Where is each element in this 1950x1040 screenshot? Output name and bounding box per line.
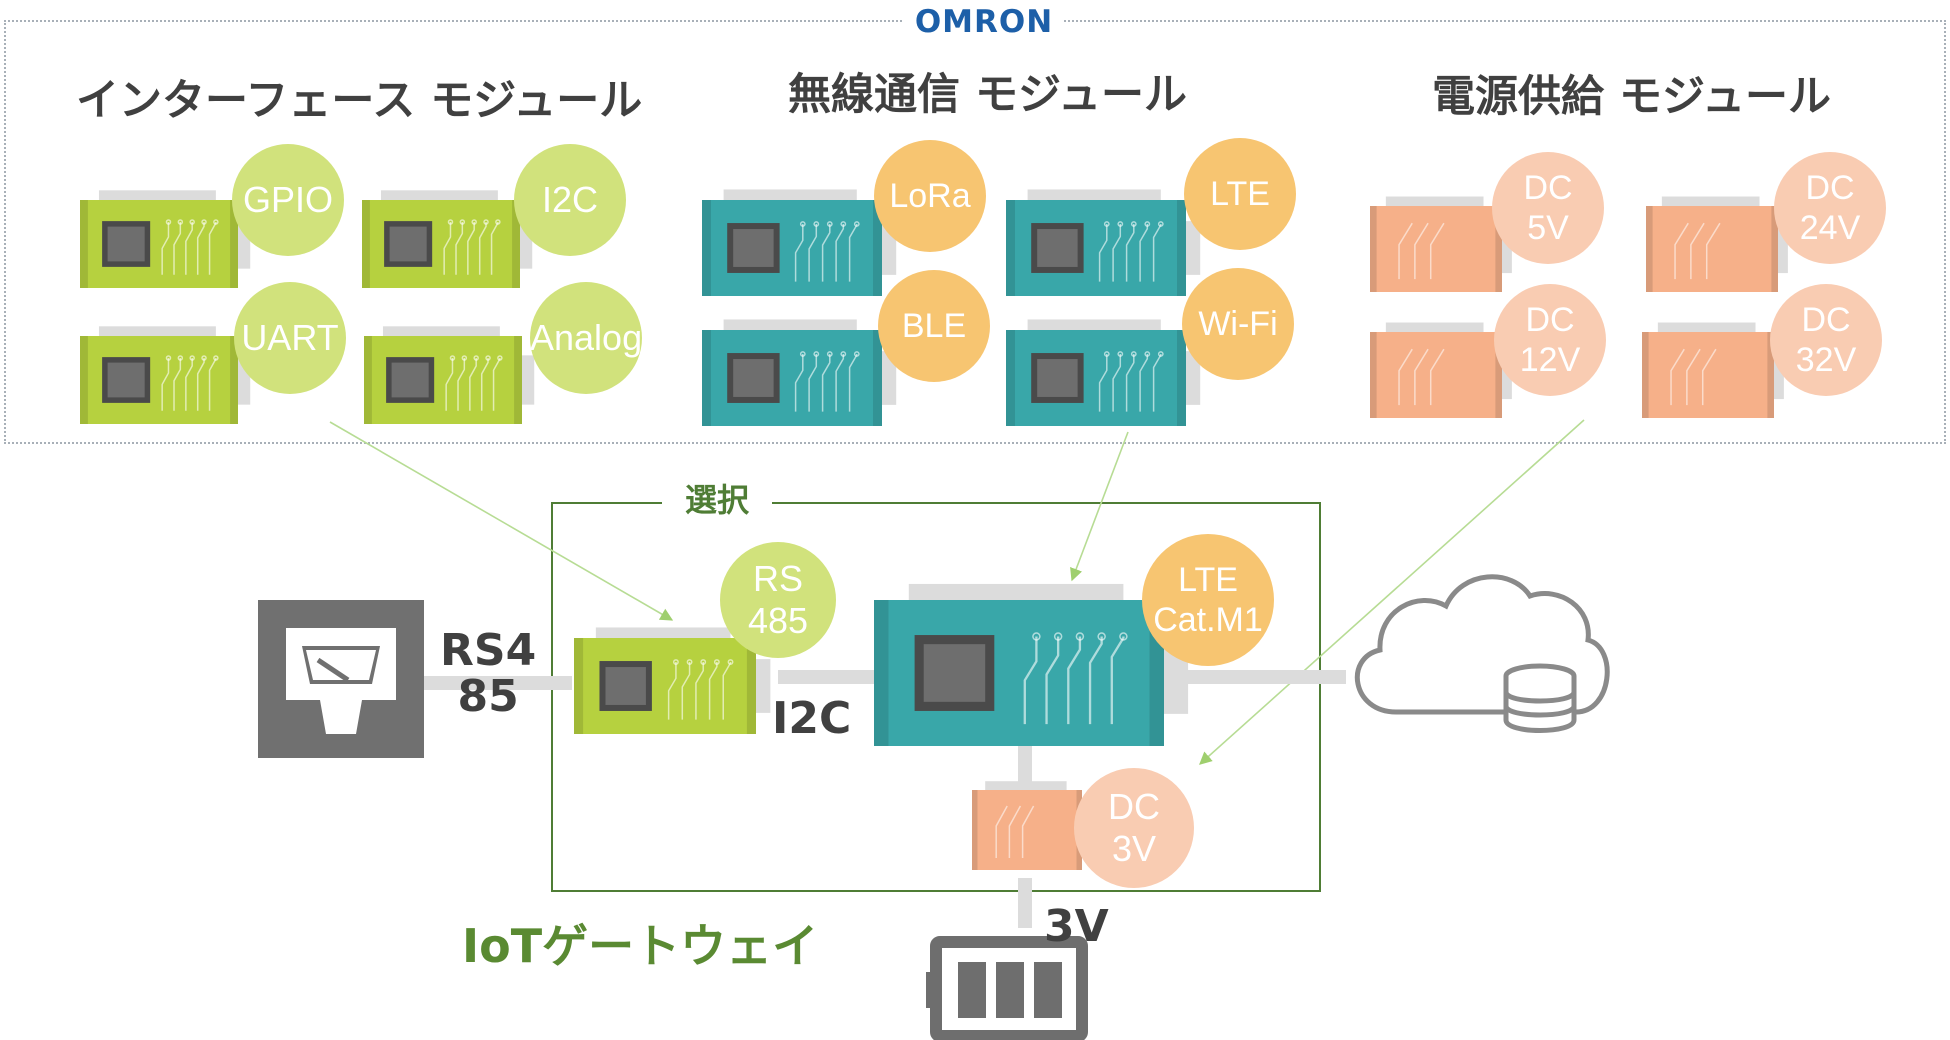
omron-logo: OMRON xyxy=(904,2,1064,42)
palette-power-badge-4-label: DC 32V xyxy=(1795,300,1857,379)
i2c-connection-label: I2C xyxy=(772,693,852,744)
connection-wires xyxy=(424,670,1346,928)
gateway-lte-board xyxy=(874,583,1189,746)
wire-rs485-to-lte xyxy=(778,670,874,684)
gateway-rs485-board xyxy=(574,627,771,734)
palette-power-board-1 xyxy=(1370,196,1512,292)
palette-wireless-badge-4-label: Wi-Fi xyxy=(1198,304,1278,343)
gateway-title: IoTゲートウェイ xyxy=(462,919,819,973)
palette-wireless-badge-4-circle xyxy=(1182,268,1294,380)
palette-power-badge-2-circle xyxy=(1774,152,1886,264)
palette-power-badge-4-circle xyxy=(1770,284,1882,396)
palette-wireless-badge-3-label: BLE xyxy=(901,306,967,345)
palette-power-board-3 xyxy=(1370,322,1512,418)
cloud-database-icon xyxy=(1354,574,1610,733)
gateway-dc-badge-label: DC 3V xyxy=(1108,785,1160,869)
gateway-lte-badge-label: LTE Cat.M1 xyxy=(1153,560,1263,639)
palette-interface-badge-4-label: Analog xyxy=(530,316,643,358)
palette-wireless-badge-2-label: LTE xyxy=(1210,174,1270,213)
palette-interface-badge-3-label: UART xyxy=(241,316,339,358)
arrow-power-to-gateway xyxy=(1199,419,1585,765)
module-boards xyxy=(80,138,1886,888)
arrow-interface-to-gateway xyxy=(329,421,674,621)
palette-wireless-badge-1-label: LoRa xyxy=(889,176,971,215)
category-title-power: 電源供給 モジュール xyxy=(1432,72,1831,122)
voltage-connection-label: 3V xyxy=(1044,901,1109,952)
gateway-rs485-badge-circle xyxy=(720,542,836,658)
palette-interface-board-1 xyxy=(80,190,251,288)
gateway-rs485-badge-label: RS 485 xyxy=(747,557,809,641)
palette-wireless-badge-1-circle xyxy=(874,140,986,252)
palette-interface-badge-4-circle xyxy=(530,282,642,394)
palette-wireless-badge-2-circle xyxy=(1184,138,1296,250)
selection-arrows xyxy=(329,419,1585,765)
arrow-wireless-to-gateway xyxy=(1070,431,1129,582)
meter-icon xyxy=(258,600,424,758)
palette-interface-badge-2-label: I2C xyxy=(541,178,599,220)
palette-power-badge-1-circle xyxy=(1492,152,1604,264)
wire-lte-to-dc xyxy=(1018,742,1032,782)
device-icons xyxy=(258,574,1610,1040)
palette-interface-badge-2-circle xyxy=(514,144,626,256)
palette-interface-board-4 xyxy=(364,326,535,424)
rs485-connection-label: RS4 85 xyxy=(440,625,537,723)
battery-icon xyxy=(926,936,1088,1040)
palette-power-badge-2-label: DC 24V xyxy=(1799,168,1861,247)
palette-wireless-board-2 xyxy=(1006,189,1201,296)
palette-interface-badge-1-circle xyxy=(232,144,344,256)
palette-power-board-4 xyxy=(1642,322,1784,418)
palette-power-board-2 xyxy=(1646,196,1788,292)
palette-power-badge-1-label: DC 5V xyxy=(1523,168,1573,247)
category-title-interface: インターフェース モジュール xyxy=(76,76,643,126)
palette-power-badge-3-circle xyxy=(1494,284,1606,396)
palette-interface-board-3 xyxy=(80,326,251,424)
gateway-frame xyxy=(551,502,1321,892)
wire-meter-to-rs485 xyxy=(424,676,572,690)
palette-wireless-badge-3-circle xyxy=(878,270,990,382)
palette-wireless-board-1 xyxy=(702,189,897,296)
wire-dc-to-battery xyxy=(1018,878,1032,928)
palette-power-badge-3-label: DC 12V xyxy=(1519,300,1581,379)
gateway-dc-board xyxy=(972,781,1090,870)
palette-wireless-board-4 xyxy=(1006,319,1201,426)
gateway-lte-badge-circle xyxy=(1142,534,1274,666)
palette-interface-badge-1-label: GPIO xyxy=(242,178,334,220)
gateway-dc-badge-circle xyxy=(1074,768,1194,888)
palette-interface-badge-3-circle xyxy=(234,282,346,394)
wire-lte-to-cloud xyxy=(1160,670,1346,684)
palette-interface-board-2 xyxy=(362,190,533,288)
category-title-wireless: 無線通信 モジュール xyxy=(788,70,1187,120)
select-label: 選択 xyxy=(662,478,772,522)
palette-wireless-board-3 xyxy=(702,319,897,426)
